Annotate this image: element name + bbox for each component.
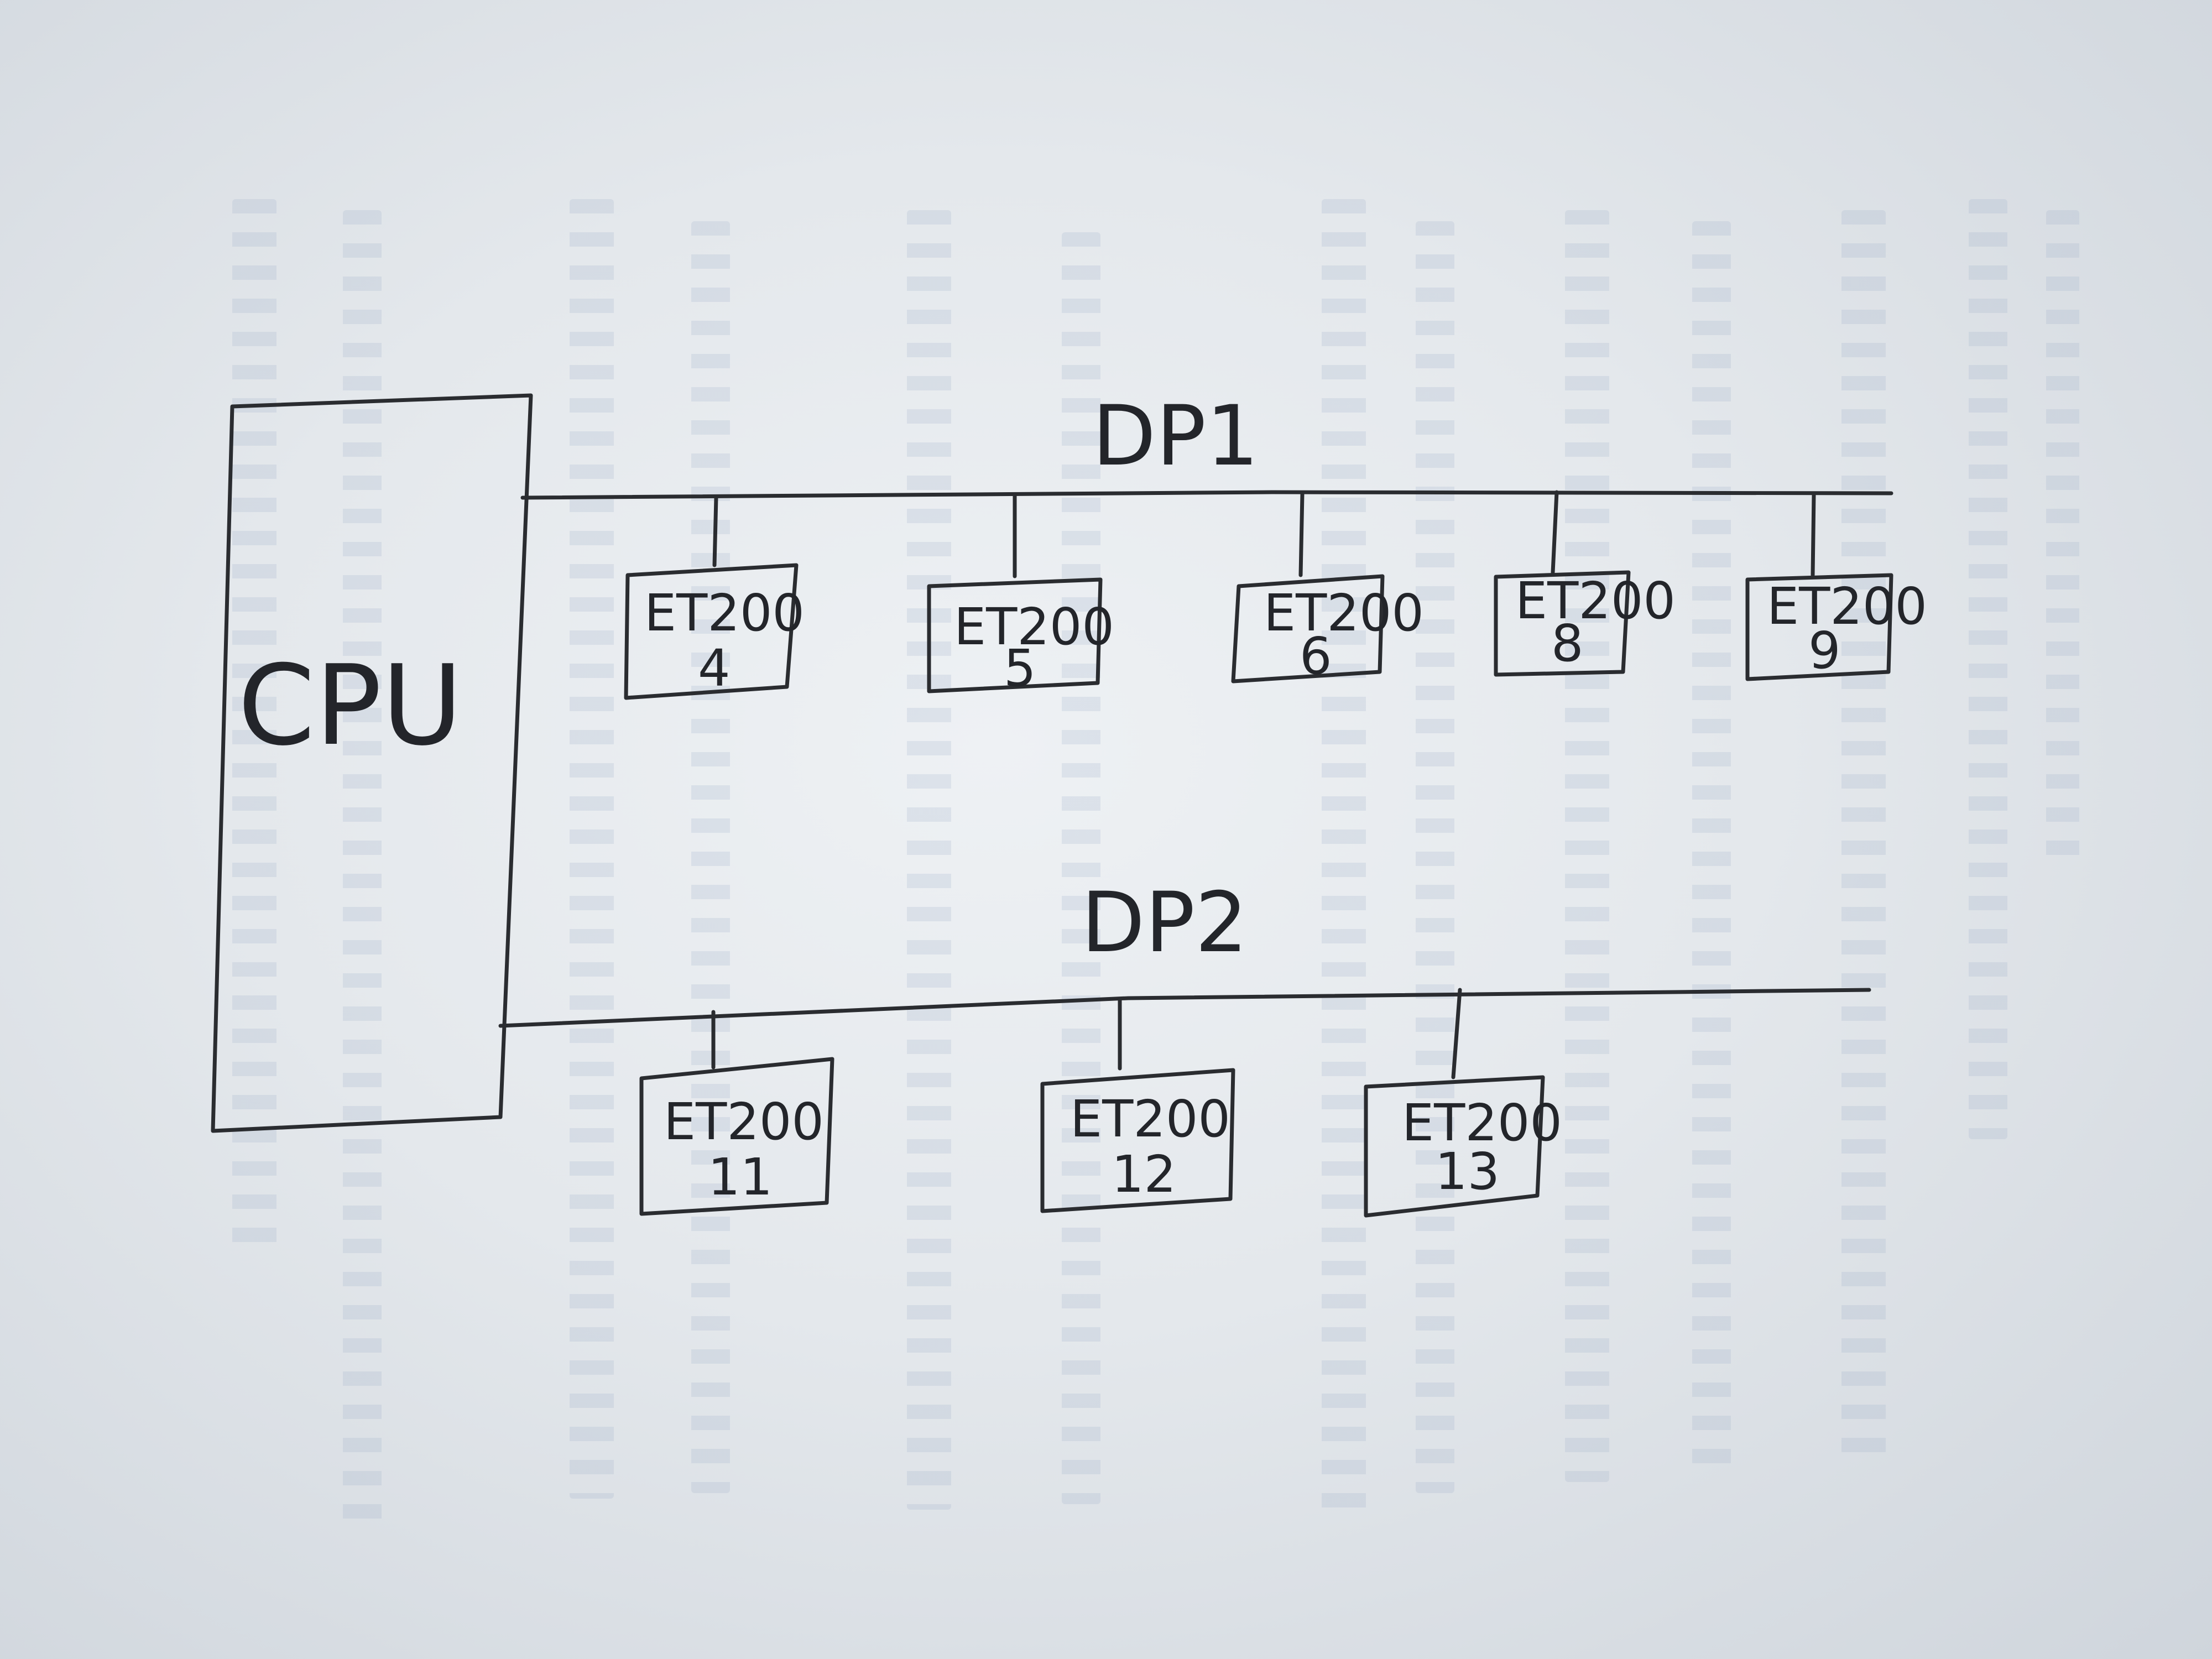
et200-node: ET200 12 <box>1040 998 1235 1213</box>
node-box <box>1364 1075 1545 1218</box>
node-connector <box>712 495 718 567</box>
bleed-through-column <box>1565 210 1609 1482</box>
node-box <box>639 1057 834 1216</box>
bleed-through-column <box>343 210 382 1537</box>
node-connector <box>1811 492 1816 577</box>
bleed-through-column <box>2046 210 2079 874</box>
bleed-through-column <box>1841 210 1886 1454</box>
node-model-label: ET200 <box>1767 577 1927 636</box>
et200-node: ET200 9 <box>1745 492 1927 681</box>
et200-node: ET200 5 <box>927 494 1114 698</box>
bleed-through-column <box>1969 199 2007 1139</box>
node-box <box>1231 574 1385 684</box>
node-connector <box>1298 492 1305 577</box>
node-address-label: 11 <box>708 1147 773 1207</box>
node-box <box>1040 1068 1235 1213</box>
cpu-box <box>211 393 533 1133</box>
bleed-through-column <box>232 199 276 1250</box>
node-address-label: 8 <box>1551 614 1584 673</box>
node-address-label: 6 <box>1300 627 1332 686</box>
node-address-label: 12 <box>1112 1145 1176 1204</box>
bus-line <box>498 988 1871 1028</box>
bus-label: DP1 <box>1092 388 1259 484</box>
node-address-label: 13 <box>1435 1142 1500 1201</box>
bleed-through-column <box>1322 199 1366 1526</box>
node-model-label: ET200 <box>1402 1093 1562 1152</box>
node-address-label: 9 <box>1808 621 1841 680</box>
bus-line <box>520 490 1893 500</box>
bleed-through-column <box>907 210 951 1510</box>
et200-node: ET200 6 <box>1231 492 1424 686</box>
node-model-label: ET200 <box>1515 571 1676 630</box>
node-box <box>624 563 799 700</box>
node-connector <box>1551 490 1559 575</box>
node-connector <box>1451 988 1462 1079</box>
bus-dp2: DP2 ET200 11 ET200 12 ET200 13 <box>498 875 1871 1218</box>
cpu-block: CPU <box>211 393 533 1133</box>
node-model-label: ET200 <box>644 583 805 643</box>
et200-node: ET200 11 <box>639 1010 834 1216</box>
et200-node: ET200 4 <box>624 495 805 700</box>
node-box <box>927 577 1103 693</box>
et200-node: ET200 13 <box>1364 988 1562 1218</box>
node-address-label: 4 <box>698 639 731 698</box>
bleed-through-column <box>1062 232 1100 1504</box>
node-box <box>1745 573 1893 681</box>
et200-node: ET200 8 <box>1494 490 1676 677</box>
node-address-label: 5 <box>1004 639 1036 698</box>
bleed-through-column <box>1416 221 1454 1493</box>
cpu-label: CPU <box>238 641 463 770</box>
bleed-through-column <box>691 221 730 1493</box>
bus-dp1: DP1 ET200 4 ET200 5 ET200 6 ET200 8 <box>520 388 1927 700</box>
node-model-label: ET200 <box>664 1092 824 1151</box>
bleed-through-column <box>1692 221 1731 1465</box>
bleed-through-column <box>570 199 614 1499</box>
node-model-label: ET200 <box>1264 583 1424 643</box>
bus-label: DP2 <box>1081 875 1248 971</box>
node-box <box>1494 570 1631 677</box>
node-model-label: ET200 <box>954 597 1114 656</box>
node-model-label: ET200 <box>1070 1089 1230 1149</box>
